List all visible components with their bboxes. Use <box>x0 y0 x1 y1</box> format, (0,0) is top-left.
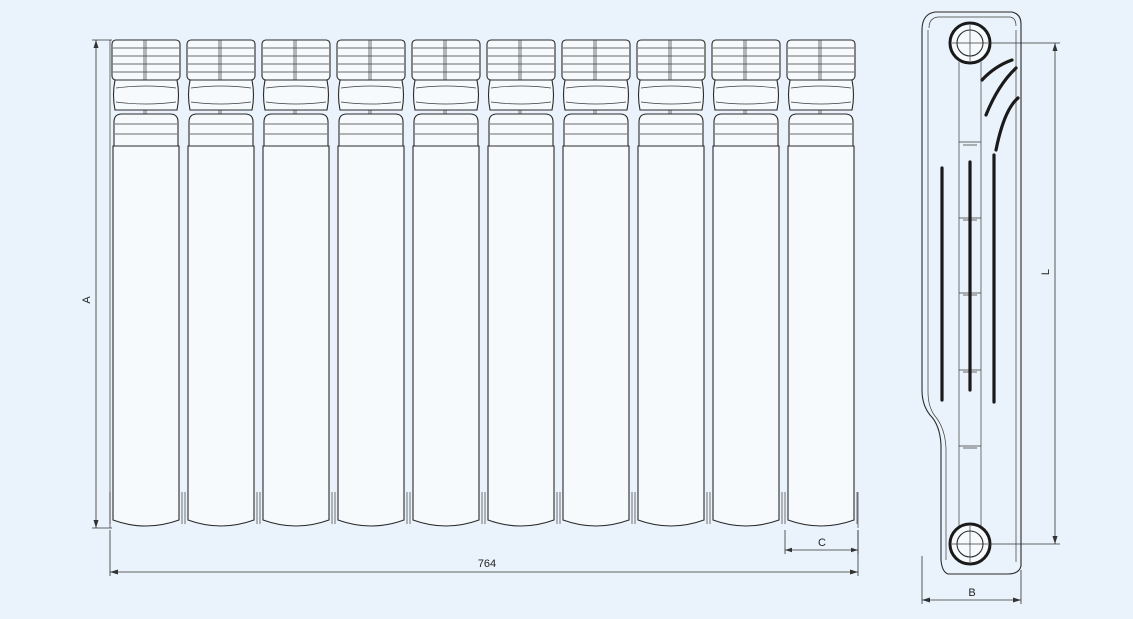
bottom-port <box>948 522 992 566</box>
dimension-height: A <box>81 39 112 529</box>
radiator-front-view <box>109 39 859 528</box>
dimension-section-width: C <box>784 530 859 554</box>
dimension-height-label: A <box>81 296 93 304</box>
radiator-section <box>259 39 333 527</box>
side-view-outline <box>921 11 1022 575</box>
radiator-section <box>634 39 708 527</box>
radiator-section <box>709 39 783 527</box>
dimension-total-width-label: 764 <box>478 558 496 570</box>
dimension-center-distance: L <box>990 42 1060 545</box>
dimension-total-width: 764 <box>109 530 859 576</box>
dimension-section-width-label: C <box>818 537 826 549</box>
dimension-depth: B <box>921 556 1022 604</box>
top-port <box>948 21 992 65</box>
radiator-side-view <box>921 11 1022 575</box>
radiator-section <box>184 39 258 527</box>
dimension-center-distance-label: L <box>1040 269 1052 275</box>
radiator-section <box>484 39 558 527</box>
radiator-section <box>109 39 183 527</box>
radiator-section <box>409 39 483 527</box>
radiator-section <box>559 39 633 527</box>
dimension-depth-label: B <box>968 587 975 599</box>
radiator-section <box>784 39 858 527</box>
radiator-section <box>334 39 408 527</box>
